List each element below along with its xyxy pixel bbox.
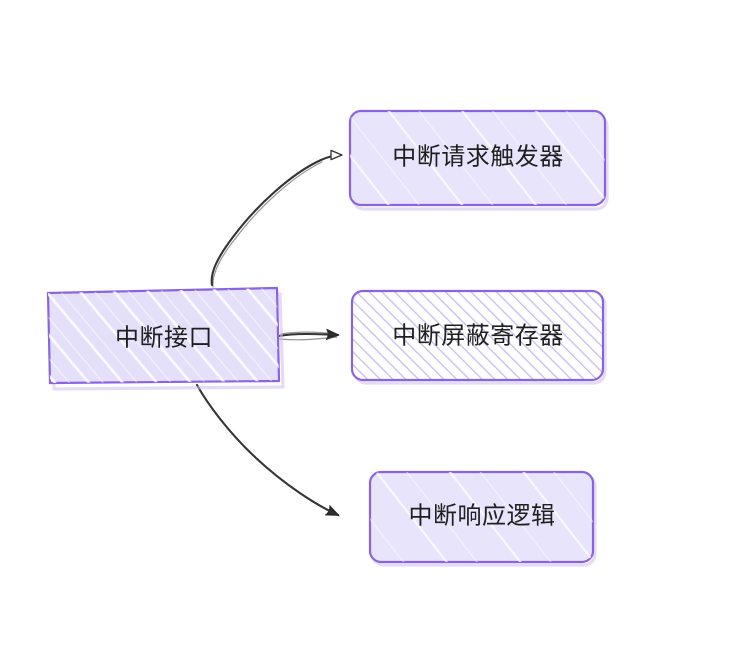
node-trigger-texture (350, 111, 605, 205)
edge-source-mask[interactable] (277, 328, 340, 341)
node-mask-register-label: 中断屏蔽寄存器 (392, 322, 564, 349)
node-trigger-label: 中断请求触发器 (392, 143, 564, 170)
node-source[interactable]: 中断接口 (46, 286, 285, 391)
node-trigger[interactable]: 中断请求触发器 (348, 109, 609, 211)
nodes-layer: 中断接口 中断请求触发器 中断屏蔽寄存器 中断响应逻辑 (46, 109, 609, 567)
edges-layer (195, 149, 343, 517)
node-response-logic-label: 中断响应逻辑 (409, 502, 556, 529)
node-mask-register[interactable]: 中断屏蔽寄存器 (350, 289, 607, 385)
edge-source-trigger[interactable] (210, 149, 343, 288)
edge-source-response[interactable] (195, 383, 340, 517)
node-source-label: 中断接口 (115, 324, 213, 351)
node-response-logic-texture (370, 472, 593, 562)
node-mask-register-shape (350, 289, 605, 382)
node-source-texture (48, 288, 279, 383)
node-response-logic[interactable]: 中断响应逻辑 (368, 470, 597, 567)
